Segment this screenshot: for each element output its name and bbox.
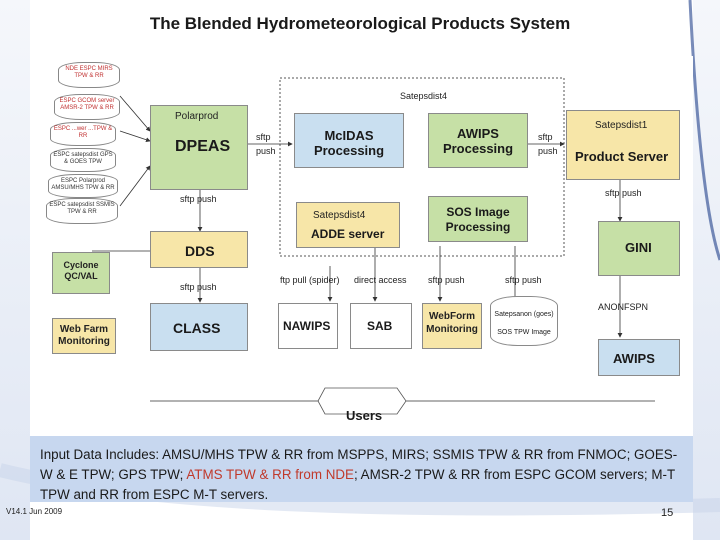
sab-box: SAB	[350, 303, 412, 349]
input-amsu-cylinder: ESPC Polarprod AMSU/MHS TPW & RR	[48, 174, 118, 198]
product-server-box: Satepsdist1 Product Server	[566, 110, 680, 180]
nawips-label: NAWIPS	[283, 319, 331, 333]
product-gini-conn-label: sftp push	[605, 188, 642, 198]
info-text-part1: Input Data Includes: AMSU/MHS TPW & RR f…	[40, 447, 678, 482]
polarprod-label: Polarprod	[175, 111, 219, 122]
cyclone-label: Cyclone QC/VAL	[63, 260, 99, 281]
dpeas-push-label: push	[256, 146, 276, 156]
slide-title: The Blended Hydrometeorological Products…	[149, 14, 571, 33]
info-text-part3: ; AMSR-2 TPW & RR from ESPC GCOM servers…	[40, 467, 675, 502]
sos-tpw-label: SOS TPW Image	[497, 329, 551, 336]
cyclone-box: Cyclone QC/VAL	[52, 252, 110, 294]
mcidas-box: McIDAS Processing	[294, 113, 404, 168]
input-gcom-cylinder: ESPC GCOM server AMSR-2 TPW & RR	[54, 94, 120, 120]
input-ssmis-cylinder: ESPC satepsdist SSMIS TPW & RR	[46, 198, 118, 224]
satepsdist4-top-label: Satepsdist4	[400, 91, 448, 101]
web-farm-label: Web Farm Monitoring	[58, 324, 110, 347]
satepsdist4-adde-label: Satepsdist4	[313, 210, 366, 221]
webform-label: WebForm Monitoring	[426, 311, 478, 335]
satepsanon-conn-label: sftp push	[505, 275, 542, 285]
satepsanon-cylinder: Satepsanon (goes) SOS TPW Image	[490, 296, 558, 346]
users-label: Users	[346, 408, 383, 423]
adde-server-box: Satepsdist4 ADDE server	[296, 202, 400, 248]
dpeas-label: DPEAS	[175, 138, 231, 155]
adde-server-label: ADDE server	[311, 227, 385, 241]
gini-box: GINI	[598, 221, 680, 276]
mcidas-label: McIDAS Processing	[313, 128, 385, 158]
background-band-left	[0, 0, 30, 540]
class-box: CLASS	[150, 303, 248, 351]
sab-label: SAB	[367, 319, 393, 333]
page-number: 15	[661, 507, 674, 519]
dds-box: DDS	[150, 231, 248, 268]
product-server-label: Product Server	[575, 149, 669, 164]
satepsdist1-label: Satepsdist1	[595, 120, 648, 131]
webform-conn-label: sftp push	[428, 275, 465, 285]
dds-class-conn-label: sftp push	[180, 282, 217, 292]
dpeas-box: Polarprod DPEAS	[150, 105, 248, 190]
nawips-box: NAWIPS	[278, 303, 338, 349]
version-label: V14.1 Jun 2009	[6, 507, 63, 516]
awips-box: AWIPS	[598, 339, 680, 376]
direct-access-label: direct access	[354, 275, 407, 285]
background-band-right	[693, 0, 720, 540]
awips-processing-label: AWIPS Processing	[442, 126, 514, 156]
awips-label: AWIPS	[613, 351, 655, 366]
dds-label: DDS	[185, 243, 215, 259]
connection-lines	[92, 77, 655, 415]
sos-processing-box: SOS Image Processing	[428, 196, 528, 242]
gini-label: GINI	[625, 240, 652, 255]
awips-push-label: push	[538, 146, 558, 156]
diagram-canvas: NDE ESPC MIRS TPW & RR ESPC GCOM server …	[30, 56, 693, 434]
class-label: CLASS	[173, 320, 221, 336]
input-mt-cylinder: ESPC ...wer ...TPW & RR	[50, 122, 116, 146]
sos-processing-label: SOS Image Processing	[445, 205, 511, 234]
input-goes-cylinder: ESPC satepsdist GPS & GOES TPW	[50, 148, 116, 172]
awips-sftp-label: sftp	[538, 132, 553, 142]
awips-processing-box: AWIPS Processing	[428, 113, 528, 168]
info-text-highlight: ATMS TPW & RR from NDE	[186, 467, 354, 482]
dpeas-dds-conn-label: sftp push	[180, 194, 217, 204]
web-farm-box: Web Farm Monitoring	[52, 318, 116, 354]
dpeas-sftp-label: sftp	[256, 132, 271, 142]
ftp-pull-label: ftp pull (spider)	[280, 275, 340, 285]
webform-box: WebForm Monitoring	[422, 303, 482, 349]
input-mirs-cylinder: NDE ESPC MIRS TPW & RR	[58, 62, 120, 88]
anonfspn-label: ANONFSPN	[598, 302, 649, 312]
satepsanon-label: Satepsanon (goes)	[494, 311, 554, 318]
info-box: Input Data Includes: AMSU/MHS TPW & RR f…	[30, 436, 693, 502]
